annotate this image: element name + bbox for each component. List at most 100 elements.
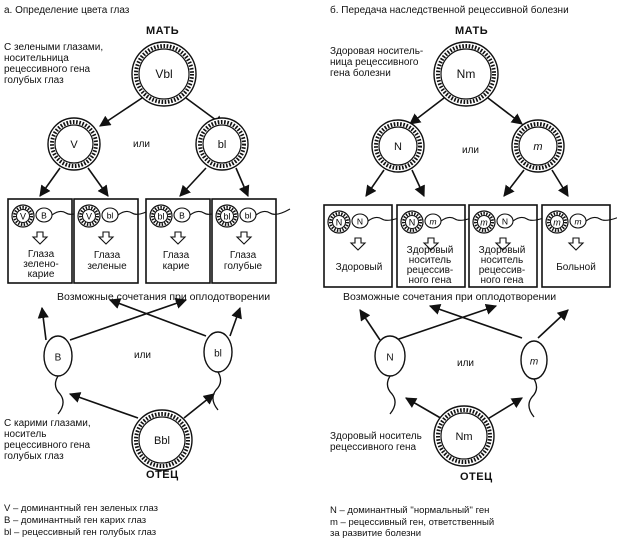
panel-b-mother-description: Здоровая носитель- ница рецессивного ген… — [330, 46, 424, 79]
panel-b-legend-1: N – доминантный ''нормальный'' ген — [330, 505, 490, 516]
panel-b-sperm-right — [520, 340, 548, 418]
panel-b-arrow-mother-right — [487, 97, 523, 125]
panel-a-arrow-father-left — [68, 392, 139, 419]
panel-b-box-1-label: Здоровый — [335, 262, 383, 273]
panel-a-zygote-box-4-sperm-gene: bl — [245, 210, 252, 220]
panel-a-zygote-box-3-egg-gene: bl — [157, 211, 164, 221]
panel-a-mother-cell-label: Vbl — [155, 67, 172, 81]
panel-b-zygote-box-3-sperm-gene: N — [502, 216, 508, 226]
panel-a-zygote-box-1-sperm-gene: B — [41, 210, 47, 220]
panel-b-zygote-box-2-sperm-gene: m — [429, 216, 436, 226]
panel-a-legend-2: B – доминантный ген карих глаз — [4, 515, 147, 526]
panel-a-sperm-left-label: B — [55, 353, 62, 364]
panel-a-zygote-box-3-sperm-gene: B — [179, 210, 185, 220]
panel-b-or-top: или — [462, 145, 480, 156]
panel-b-zygote-box-1-sperm-gene: N — [357, 216, 363, 226]
panel-b-egg-right-label: m — [533, 141, 542, 153]
panel-a-or-bottom: или — [134, 350, 152, 361]
panel-b-arrow-sperm-m-1 — [428, 304, 523, 339]
panel-b-father-label: ОТЕЦ — [460, 471, 493, 483]
panel-a-zygote-box-4-egg-gene: bl — [223, 211, 230, 221]
panel-b-legend-2: m – рецессивный ген, ответственный за ра… — [330, 517, 495, 539]
panel-a-box-3-label: Глаза карие — [162, 250, 190, 272]
panel-b-mother-label: МАТЬ — [455, 25, 489, 37]
panel-a-father-cell — [131, 409, 193, 471]
panel-b-zygote-box-4-sperm-gene: m — [574, 216, 581, 226]
panel-b-arrow-father-left — [405, 397, 445, 421]
panel-a-or-top: или — [133, 139, 151, 150]
panel-b-arrow-sperm-m-2 — [537, 309, 569, 339]
panel-a-arrow-3 — [179, 167, 207, 197]
panel-a-legend-3: bl – рецессивный ген голубых глаз — [4, 527, 157, 538]
panel-a-father-label: ОТЕЦ — [146, 469, 179, 481]
panel-b-arrow-sperm-n-1 — [359, 309, 381, 341]
panel-b-zygote-box-4-egg-gene: m — [553, 217, 561, 227]
panel-b-egg-left — [371, 119, 425, 173]
panel-a-zygote-box-4: bl bl — [211, 198, 291, 284]
panel-b-zygote-box-3-egg-gene: m — [480, 217, 488, 227]
panel-b-box-3-label: Здоровый носитель рецессив- ного гена — [478, 245, 526, 286]
panel-b-father-description: Здоровый носитель рецессивного гена — [330, 431, 422, 453]
panel-a-egg-left-label: V — [70, 139, 78, 151]
panel-a-father-description: С карими глазами, носитель рецессивного … — [4, 418, 91, 462]
panel-a-egg-right-label: bl — [218, 139, 227, 151]
panel-a-combinations-caption: Возможные сочетания при оплодотворении — [57, 291, 271, 303]
panel-b-mother-cell-label: Nm — [457, 67, 476, 81]
panel-a-arrow-sperm-b-1 — [37, 306, 49, 341]
panel-b-arrow-3 — [503, 169, 525, 197]
panel-b-box-4-label: Больной — [556, 262, 596, 273]
panel-a-arrow-4 — [235, 167, 250, 198]
panel-a-sperm-right — [203, 331, 233, 411]
panel-a-box-2-label: Глаза зеленые — [87, 250, 127, 272]
panel-a-arrow-1 — [39, 167, 61, 197]
panel-a-arrow-sperm-bl-2 — [229, 306, 242, 337]
panel-a-title: а. Определение цвета глаз — [4, 5, 130, 16]
panel-b-sperm-right-label: m — [530, 357, 538, 368]
panel-b-egg-right — [511, 119, 565, 173]
panel-a-arrow-sperm-bl-1 — [108, 298, 207, 337]
panel-a-egg-left — [47, 117, 101, 171]
panel-a-arrow-mother-left — [99, 97, 143, 127]
panel-b-sperm-left-label: N — [386, 353, 393, 364]
panel-a-mother-label: МАТЬ — [146, 25, 180, 37]
panel-b-sperm-left — [374, 335, 406, 415]
panel-b-title: б. Передача наследственной рецессивной б… — [330, 5, 569, 16]
panel-b-arrow-2 — [411, 169, 425, 198]
panel-a-legend-1: V – доминантный ген зеленых глаз — [4, 503, 158, 514]
panel-b-egg-left-label: N — [394, 141, 402, 153]
panel-a-zygote-box-1-egg-gene: V — [20, 211, 26, 221]
panel-a-box-1-label: Глаза зелено- карие — [23, 249, 59, 280]
panel-a-zygote-box-3: bl B — [145, 198, 225, 284]
panel-b-combinations-caption: Возможные сочетания при оплодотворении — [343, 291, 557, 303]
panel-a-father-cell-label: Bbl — [154, 435, 170, 447]
panel-b-mother-cell — [433, 41, 499, 107]
panel-a-zygote-box-2-egg-gene: V — [86, 211, 92, 221]
panel-a-mother-cell — [131, 41, 197, 107]
panel-b-arrow-father-right — [485, 397, 523, 421]
panel-a-zygote-box-2-sperm-gene: bl — [107, 210, 114, 220]
panel-a-egg-right — [195, 117, 249, 171]
panel-a-arrow-2 — [87, 167, 109, 197]
panel-b-arrow-sperm-n-2 — [395, 303, 498, 341]
panel-b-box-2-label: Здоровый носитель рецессив- ного гена — [406, 245, 454, 286]
panel-a-arrow-father-right — [183, 393, 215, 419]
panel-b-arrow-mother-left — [409, 97, 445, 125]
panel-b-or-bottom: или — [457, 358, 475, 369]
panel-b-father-cell-label: Nm — [455, 431, 472, 443]
panel-b-father-cell — [433, 405, 495, 467]
panel-a-box-4-label: Глаза голубые — [223, 250, 263, 272]
panel-b-arrow-1 — [365, 169, 385, 197]
panel-b-arrow-4 — [551, 169, 569, 197]
panel-a-arrow-sperm-b-2 — [69, 297, 188, 341]
panel-b-zygote-box-1-egg-gene: N — [336, 217, 343, 227]
panel-b-zygote-box-2-egg-gene: N — [409, 217, 416, 227]
panel-a-mother-description: С зелеными глазами, носитель­ница рецесс… — [4, 42, 104, 86]
panel-a-sperm-right-label: bl — [214, 349, 222, 360]
